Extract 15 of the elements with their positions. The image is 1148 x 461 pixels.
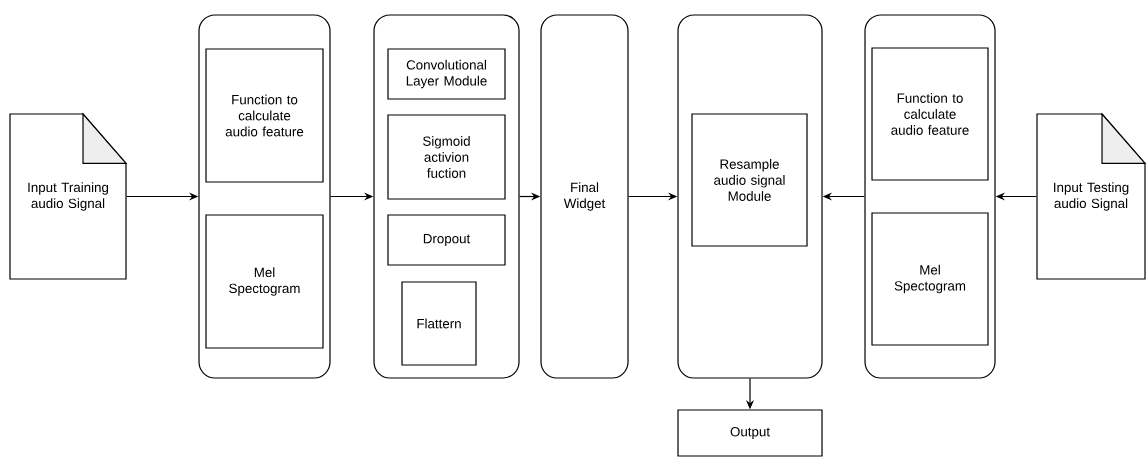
- process-box: Function to calculate audio feature: [205, 48, 324, 183]
- process-box: Mel Spectogram: [871, 212, 989, 346]
- process-box: Mel Spectogram: [205, 214, 324, 349]
- process-box: Function to calculate audio feature: [871, 47, 989, 181]
- rounded-panel: [864, 14, 996, 379]
- process-box: Resample audio signal Module: [691, 113, 808, 247]
- process-box: Sigmoid activion fuction: [387, 114, 506, 200]
- rounded-panel: Final Widget: [540, 14, 629, 379]
- process-box: Output: [677, 409, 823, 457]
- process-box: Convolutional Layer Module: [387, 48, 506, 100]
- rounded-panel: [373, 14, 520, 379]
- process-box: Flattern: [401, 281, 477, 366]
- process-box: Dropout: [387, 214, 506, 266]
- rounded-panel: [198, 14, 331, 379]
- rounded-panel: [677, 14, 823, 379]
